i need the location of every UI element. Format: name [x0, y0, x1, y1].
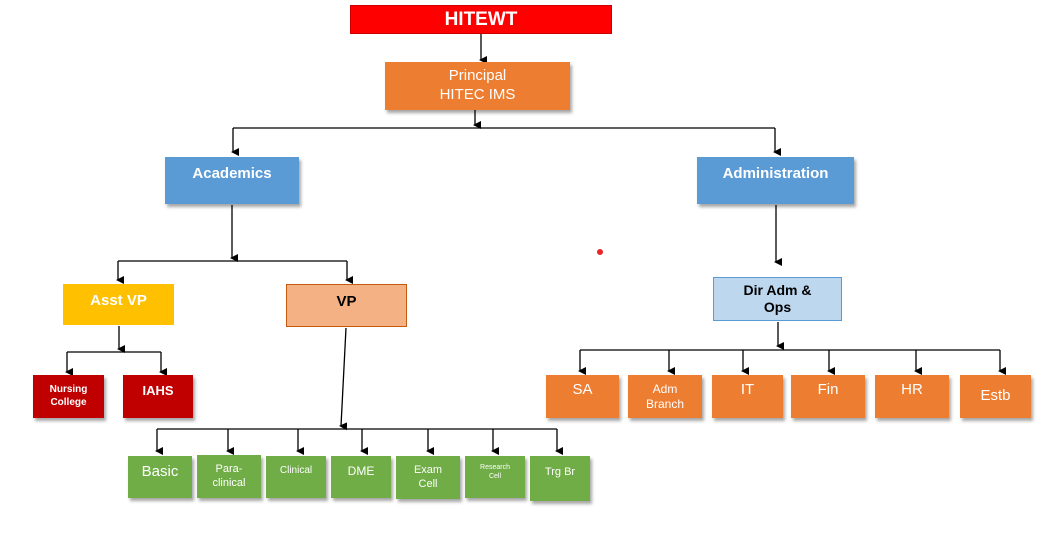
node-hitewt: HITEWT: [350, 5, 612, 34]
node-para-clinical: Para- clinical: [197, 455, 261, 498]
node-fin: Fin: [791, 375, 865, 418]
node-nursing-college: Nursing College: [33, 375, 104, 418]
node-estb: Estb: [960, 375, 1031, 418]
node-dir-adm-ops: Dir Adm & Ops: [713, 277, 842, 321]
node-exam-cell: Exam Cell: [396, 456, 460, 499]
node-hr: HR: [875, 375, 949, 418]
node-dme: DME: [331, 456, 391, 498]
node-administration: Administration: [697, 157, 854, 204]
node-principal: Principal HITEC IMS: [385, 62, 570, 110]
node-research-cell: Research Cell: [465, 456, 525, 498]
node-trg-br: Trg Br: [530, 456, 590, 501]
node-it: IT: [712, 375, 783, 418]
node-adm-branch: Adm Branch: [628, 375, 702, 418]
node-iahs: IAHS: [123, 375, 193, 418]
node-clinical: Clinical: [266, 456, 326, 498]
node-academics: Academics: [165, 157, 299, 204]
node-basic: Basic: [128, 456, 192, 498]
node-vp: VP: [286, 284, 407, 327]
connector-vp-down: [339, 327, 348, 431]
node-asst-vp: Asst VP: [63, 284, 174, 325]
node-sa: SA: [546, 375, 619, 418]
red-dot-marker: [597, 249, 603, 255]
